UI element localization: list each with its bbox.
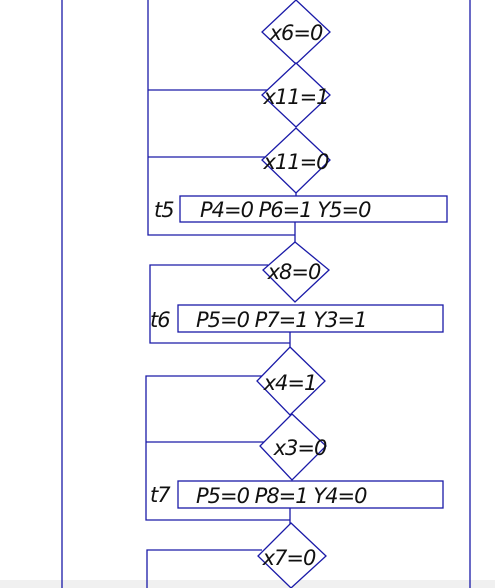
decision-label: x8=0 — [267, 260, 321, 284]
operation-t7: t7 P5=0 P8=1 Y4=0 — [150, 480, 444, 509]
decision-x4: x4=1 — [256, 346, 326, 416]
operation-tag: t5 — [154, 198, 174, 222]
operation-t5: t5 P4=0 P6=1 Y5=0 — [154, 195, 448, 223]
decision-label: x7=0 — [262, 546, 316, 570]
decision-x11-1: x11=1 — [261, 62, 331, 128]
operation-label: P5=0 P8=1 Y4=0 — [196, 484, 367, 508]
connectors-group-1 — [147, 0, 297, 236]
bottom-strip — [0, 580, 495, 588]
connectors-group-3 — [145, 375, 291, 524]
operation-t6: t6 P5=0 P7=1 Y3=1 — [150, 304, 444, 333]
decision-label: x11=0 — [262, 150, 329, 174]
connectors-group-2 — [149, 222, 296, 348]
decision-label: x4=1 — [263, 371, 317, 395]
operation-label: P5=0 P7=1 Y3=1 — [196, 308, 366, 332]
decision-label: x3=0 — [273, 436, 327, 460]
decision-label: x6=0 — [269, 21, 323, 45]
decision-x11-0: x11=0 — [261, 127, 331, 194]
operation-tag: t6 — [150, 308, 170, 332]
decision-label: x11=1 — [262, 85, 328, 109]
operation-label: P4=0 P6=1 Y5=0 — [200, 198, 371, 222]
decision-x3: x3=0 — [259, 413, 328, 481]
connectors-group-4 — [146, 549, 262, 588]
operation-tag: t7 — [150, 483, 171, 507]
decision-x7: x7=0 — [257, 522, 327, 588]
decision-x8: x8=0 — [262, 241, 330, 303]
decision-x6: x6=0 — [261, 0, 331, 65]
